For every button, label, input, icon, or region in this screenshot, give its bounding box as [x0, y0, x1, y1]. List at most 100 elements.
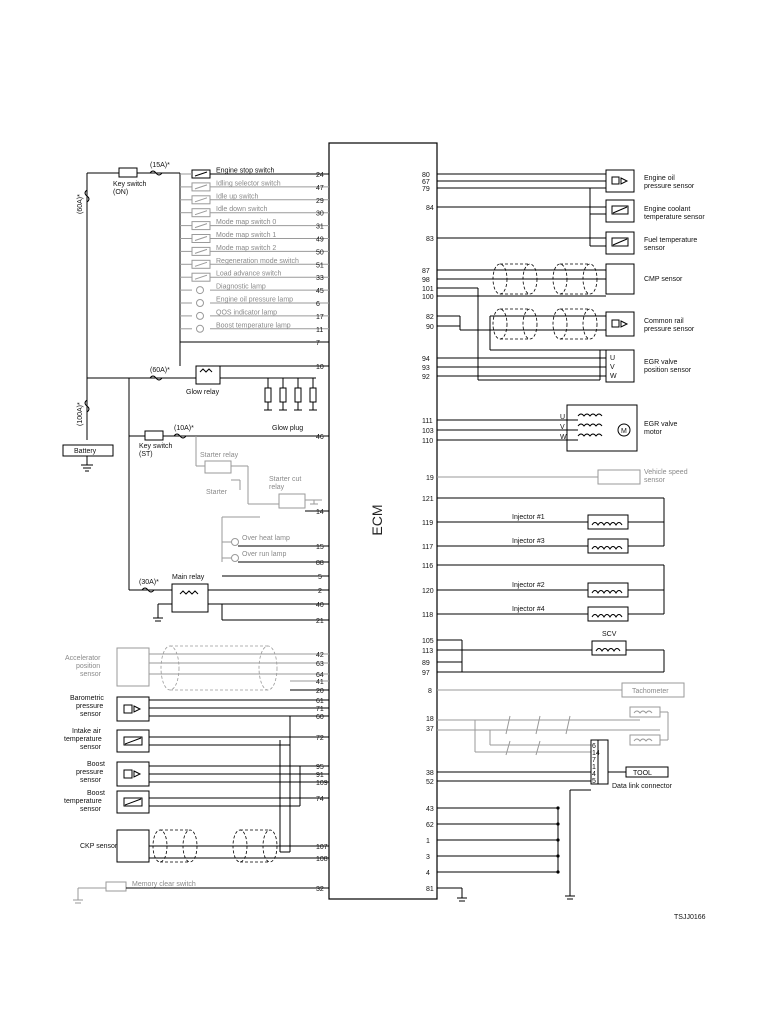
pin-118: 118 [422, 612, 433, 619]
starter-relay-label: Starter relay [200, 452, 239, 459]
oil-pressure-label-2: pressure sensor [644, 183, 695, 190]
lamp-icon [196, 311, 204, 320]
egr-pos-u: U [610, 355, 615, 362]
pin-10: 10 [316, 364, 324, 371]
switch-label: Mode map switch 1 [216, 232, 276, 239]
lamp-icon [196, 324, 204, 333]
common-rail-sensor [605, 311, 635, 337]
switch-label: Diagnostic lamp [216, 284, 266, 291]
pin-47: 47 [316, 185, 324, 192]
pin-6: 6 [316, 301, 320, 308]
over-run-lamp: Over run lamp [242, 551, 286, 558]
fuse-100a: (100A)* [77, 402, 84, 426]
switch-label: Idle down switch [216, 206, 267, 213]
pin-20: 20 [316, 688, 324, 695]
switch-contact [194, 236, 208, 241]
pin-84: 84 [426, 205, 434, 212]
pin-80: 80 [422, 172, 430, 179]
boost-pressure-sensor [116, 761, 150, 787]
pin-90: 90 [426, 324, 434, 331]
ecm-box [328, 142, 438, 900]
ckp-label: CKP sensor [80, 843, 118, 850]
junction-dot [556, 838, 560, 842]
common-rail-label: Common rail [644, 318, 684, 325]
accel-sensor [116, 647, 150, 687]
starter-cut-relay [278, 493, 306, 509]
pin-100: 100 [422, 294, 434, 301]
vss [597, 469, 641, 485]
pin-41: 41 [316, 679, 324, 686]
switch-label: Load advance switch [216, 271, 281, 278]
pin-4: 4 [426, 870, 430, 877]
pin-108: 108 [316, 856, 328, 863]
fuse-10a: (10A)* [174, 425, 194, 432]
oil-pressure-label: Engine oil [644, 175, 675, 182]
glow-plug-icon [264, 387, 272, 403]
cmp-sensor [605, 263, 635, 295]
pin-97: 97 [422, 670, 430, 677]
pin-109: 109 [316, 780, 328, 787]
junction-dot [556, 870, 560, 874]
pin-67: 67 [422, 179, 430, 186]
glow-plug-icon [309, 387, 317, 403]
cmp-label: CMP sensor [644, 276, 683, 283]
ecm-label: ECM [369, 504, 385, 535]
starter-relay [204, 460, 232, 474]
key-switch-on [118, 167, 138, 178]
intake-label-2: temperature [64, 736, 102, 743]
pin-93: 93 [422, 365, 430, 372]
vss-label: Vehicle speed [644, 469, 688, 476]
coolant-label: Engine coolant [644, 206, 690, 213]
pin-94: 94 [422, 356, 430, 363]
pin-17: 17 [316, 314, 324, 321]
egr-pos-v: V [610, 364, 615, 371]
fuse-60a-top: (60A)* [77, 194, 84, 214]
glow-plug-icon [294, 387, 302, 403]
injector-label: Injector #3 [512, 538, 545, 545]
pin-29: 29 [316, 198, 324, 205]
key-switch-on-sub: (ON) [113, 189, 128, 196]
switch-contact [194, 184, 208, 190]
pin-33: 33 [316, 275, 324, 282]
boost-pressure-label-2: pressure [76, 769, 103, 776]
glow-plug-icon [279, 387, 287, 403]
switch-contact [194, 223, 208, 229]
pin-120: 120 [422, 588, 434, 595]
key-switch-on-label: Key switch [113, 181, 147, 188]
egr-motor-label-2: motor [644, 429, 663, 436]
intake-label: Intake air [72, 728, 101, 735]
pin-7: 7 [316, 340, 320, 347]
tachometer-label: Tachometer [632, 688, 669, 695]
injector-coil [587, 514, 629, 530]
switch-label: Engine stop switch [216, 168, 274, 175]
pin-49: 49 [316, 237, 324, 244]
switch-contact [194, 210, 208, 216]
egr-pos-label: EGR valve [644, 359, 678, 366]
switch-contact [194, 171, 208, 177]
egr-pos-label-2: position sensor [644, 367, 692, 374]
pin-51: 51 [316, 262, 324, 269]
pin-98: 98 [422, 277, 430, 284]
dlc-pin-1: 1 [592, 764, 596, 771]
battery-label: Battery [74, 448, 97, 455]
switch-contact [194, 197, 208, 203]
pin-116: 116 [422, 563, 433, 570]
switch-label: Boost temperature lamp [216, 322, 291, 329]
coil-icon [591, 522, 623, 526]
scv [591, 640, 627, 656]
starter-label: Starter [206, 489, 228, 496]
pin-11: 11 [316, 327, 323, 334]
glow-plugs [264, 378, 317, 411]
pin-117: 117 [422, 544, 433, 551]
fuse-30a: (30A)* [139, 579, 159, 586]
memory-clear-label: Memory clear switch [132, 881, 196, 888]
pin-121: 121 [422, 496, 434, 503]
